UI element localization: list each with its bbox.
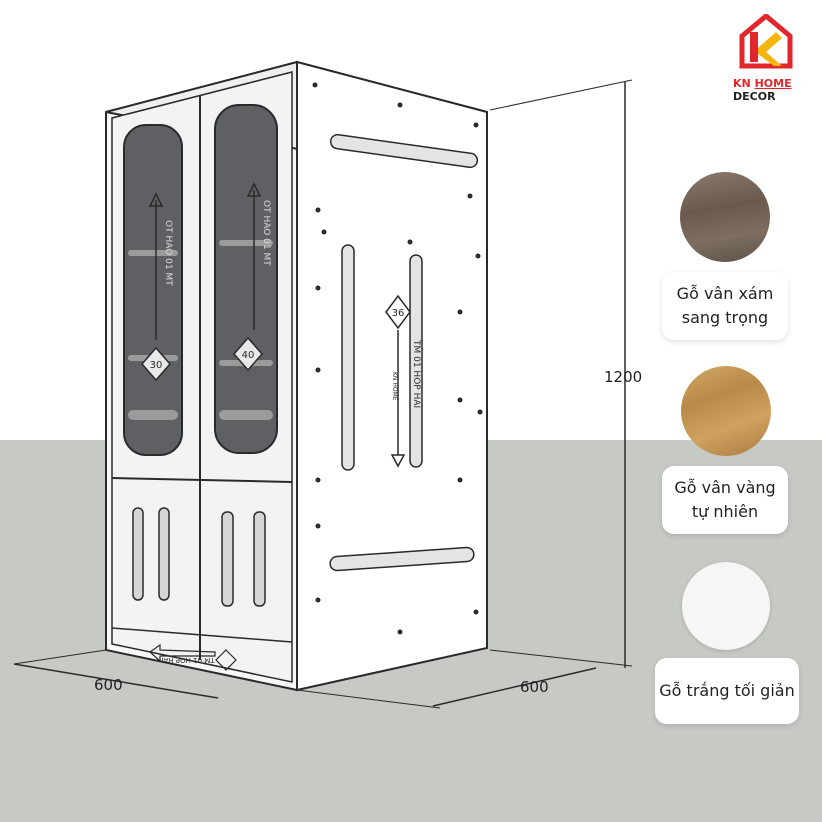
arrow-head-right (246, 182, 262, 197)
drawer-slot (158, 507, 170, 601)
shelf-line (219, 410, 273, 420)
dim-left-label: 600 (94, 676, 123, 694)
swatch-yellow-wood (681, 366, 771, 456)
screw-dots (312, 82, 483, 635)
side-small-text: KN HOME (391, 372, 398, 401)
badge-30-text: 30 (150, 360, 163, 371)
dim-base-guide (296, 689, 441, 709)
dim-height-label: 1200 (604, 368, 643, 386)
glass-panel-left (123, 124, 183, 456)
side-badge-36-text: 36 (392, 308, 405, 319)
brand-logo (739, 14, 793, 69)
dim-base-guide (13, 649, 107, 665)
glass-text-right: OT HAO 01 MT (261, 200, 271, 266)
bottom-arrow (149, 643, 216, 663)
side-slot-bottom (329, 546, 475, 572)
dim-left-line (13, 663, 219, 699)
glass-text-left: OT HAO 01 MT (163, 220, 173, 286)
material-label-yellow: Gỗ vân vàng tự nhiên (662, 466, 788, 534)
logo-decor: DECOR (733, 90, 776, 103)
shelf-line (128, 250, 178, 256)
logo-home: HOME (754, 77, 792, 90)
material-label-white: Gỗ trắng tối giản (655, 658, 799, 724)
shelf-line (219, 240, 273, 246)
dim-height-tick-bottom (489, 649, 633, 667)
side-arrow-head (390, 454, 406, 468)
side-slot-top (329, 133, 479, 169)
dim-height-tick-top (489, 79, 633, 111)
arrow-head-left (148, 192, 164, 207)
swatch-white-wood (682, 562, 770, 650)
dim-right-line (432, 667, 597, 707)
shelf-line (128, 410, 178, 420)
bottom-text: TM 01 HOP HAI (161, 656, 215, 664)
drawer-slot (132, 507, 144, 601)
logo-text: KN HOME DECOR (733, 77, 822, 103)
badge-40-text: 40 (242, 350, 255, 361)
badge-40: 40 (233, 336, 263, 372)
drawer-slot (221, 511, 234, 607)
dim-right-label: 600 (520, 678, 549, 696)
side-slot-vertical (409, 254, 423, 468)
material-label-gray: Gỗ vân xám sang trọng (662, 272, 788, 340)
cabinet-side (296, 60, 488, 692)
side-slot-vertical (341, 244, 355, 471)
front-divider-horizontal (111, 477, 293, 483)
bottom-badge (215, 649, 237, 671)
glass-panel-right (214, 104, 278, 454)
front-base-line (111, 627, 293, 643)
logo-k-bar (750, 32, 758, 62)
side-text: TM 01 HOP HAI (411, 339, 421, 408)
drawer-slot (253, 511, 266, 607)
swatch-gray-wood (680, 172, 770, 262)
logo-house-icon (739, 14, 793, 69)
logo-kn: KN (733, 77, 751, 90)
side-badge-36 (385, 294, 411, 330)
logo-k-arm (758, 32, 782, 66)
badge-30: 30 (141, 346, 171, 382)
